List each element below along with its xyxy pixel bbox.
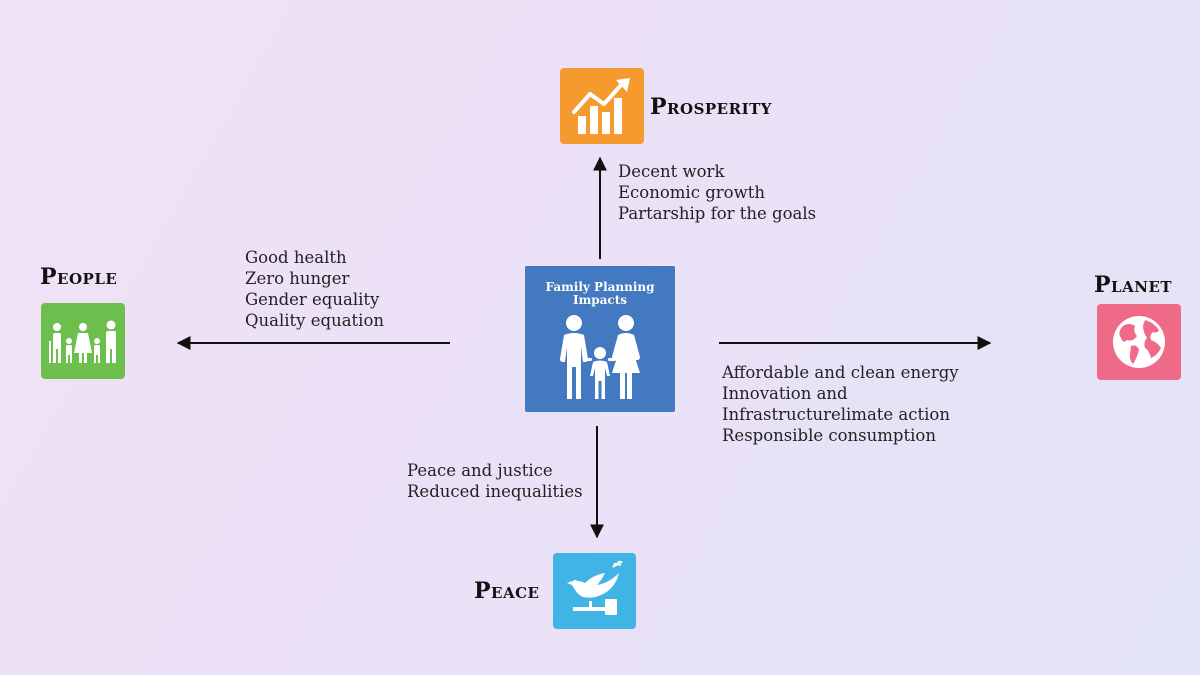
list-item: Partarship for the goals xyxy=(618,204,817,223)
people-label: People xyxy=(40,264,118,290)
peace-tile xyxy=(553,553,636,629)
list-item: Good health xyxy=(245,248,347,267)
people-group-icon xyxy=(49,320,116,363)
list-item: Decent work xyxy=(618,162,725,181)
list-item: Responsible consumption xyxy=(722,426,936,445)
list-item: Gender equality xyxy=(245,290,380,309)
planet-list: Affordable and clean energy Innovation a… xyxy=(722,362,959,446)
list-item: Zero hunger xyxy=(245,269,350,288)
list-item: Reduced inequalities xyxy=(407,482,583,501)
prosperity-list: Decent work Economic growth Partarship f… xyxy=(618,161,816,224)
dove-gavel-icon xyxy=(567,560,623,615)
people-tile xyxy=(41,303,125,379)
list-item: Infrastructurelimate action xyxy=(722,405,950,424)
list-item: Quality equation xyxy=(245,311,385,330)
peace-list: Peace and justice Reduced inequalities xyxy=(407,460,583,502)
people-list: Good health Zero hunger Gender equality … xyxy=(245,247,384,331)
list-item: Economic growth xyxy=(618,183,765,202)
globe-icon xyxy=(1113,316,1165,368)
list-item: Affordable and clean energy xyxy=(722,363,959,382)
list-item: Innovation and xyxy=(722,384,848,403)
planet-label: Planet xyxy=(1094,272,1173,298)
center-family-planning-box: Family Planning Impacts xyxy=(525,266,675,412)
prosperity-label: Prosperity xyxy=(650,94,772,120)
prosperity-tile xyxy=(560,68,644,144)
list-item: Peace and justice xyxy=(407,461,553,480)
family-icon xyxy=(560,315,640,399)
center-title: Family Planning Impacts xyxy=(545,280,655,307)
peace-label: Peace xyxy=(474,578,540,604)
planet-tile xyxy=(1097,304,1181,380)
growth-chart-icon xyxy=(572,78,630,134)
